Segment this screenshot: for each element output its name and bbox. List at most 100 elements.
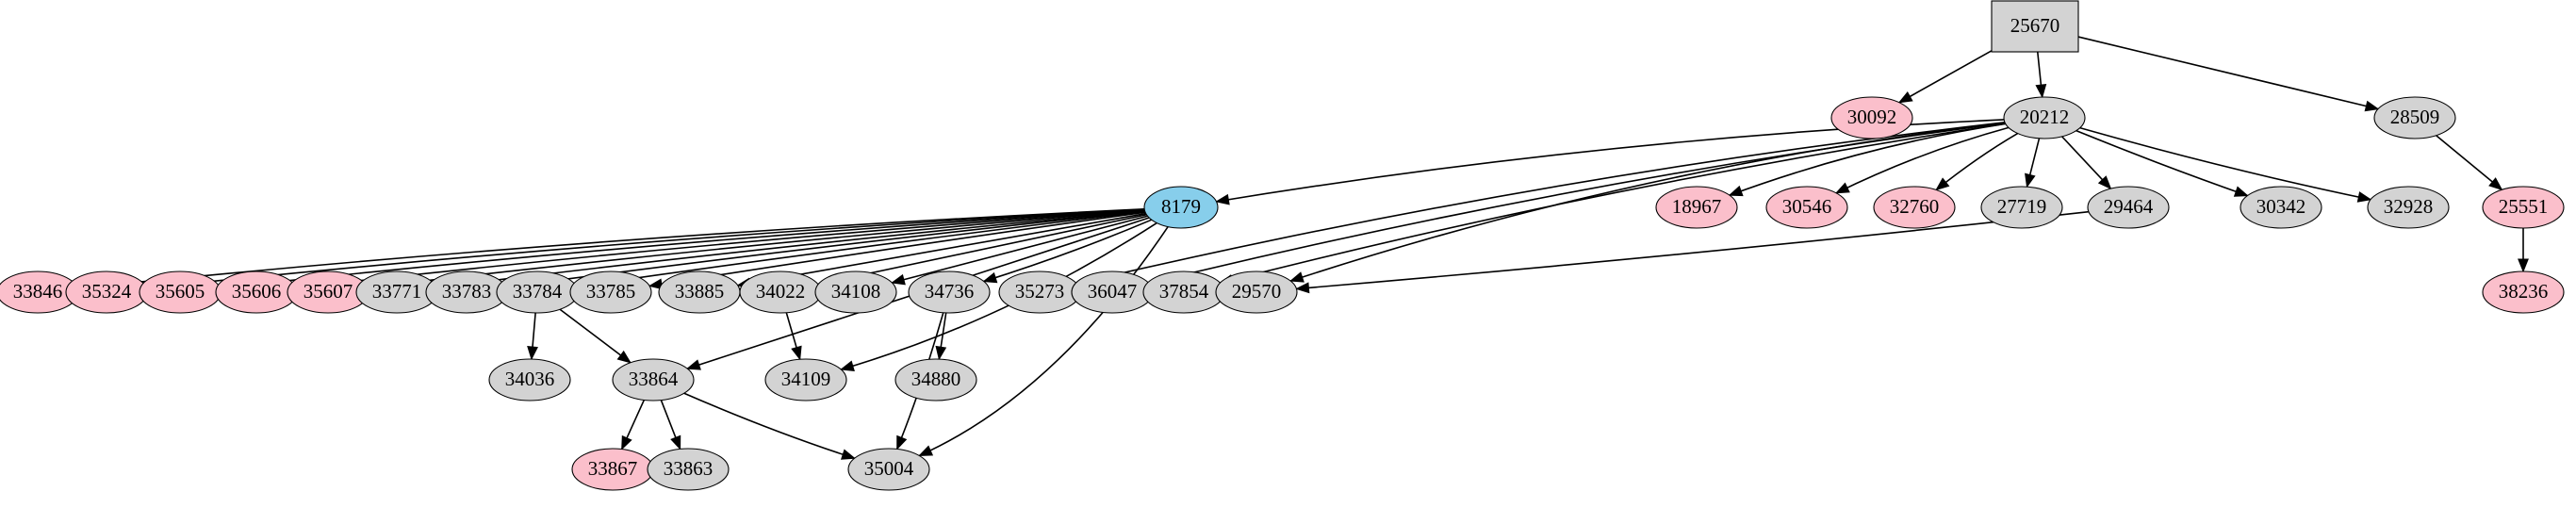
graph-node[interactable]: 34022 xyxy=(739,270,822,314)
node-ellipse[interactable] xyxy=(764,358,847,401)
node-label: 20212 xyxy=(2020,106,2070,128)
node-label: 29570 xyxy=(1232,280,1282,303)
graph-edge xyxy=(841,221,1157,370)
graph-node[interactable]: 35605 xyxy=(139,270,222,314)
graph-node[interactable]: 33864 xyxy=(612,358,695,401)
graph-edge xyxy=(1075,122,2006,285)
edge-arrowhead xyxy=(685,359,701,370)
node-label: 33864 xyxy=(629,368,679,390)
graph-node[interactable]: 29570 xyxy=(1215,270,1298,314)
edge-arrowhead xyxy=(982,271,998,284)
edge-arrowhead xyxy=(527,346,538,361)
node-label: 33785 xyxy=(586,280,636,303)
graph-node[interactable]: 33863 xyxy=(647,448,730,491)
node-label: 35324 xyxy=(82,280,132,303)
node-ellipse[interactable] xyxy=(569,270,652,314)
node-label: 32928 xyxy=(2384,195,2434,218)
node-ellipse[interactable] xyxy=(1655,186,1738,229)
graph-node[interactable]: 32760 xyxy=(1873,186,1956,229)
graph-node[interactable]: 25670 xyxy=(1991,0,2079,53)
node-ellipse[interactable] xyxy=(2482,270,2565,314)
graph-edge xyxy=(1835,126,2010,194)
node-label: 33867 xyxy=(588,457,638,480)
graph-edge xyxy=(1296,210,2090,290)
node-ellipse[interactable] xyxy=(1143,186,1219,229)
edge-arrowhead xyxy=(791,345,802,361)
edge-arrowhead xyxy=(616,350,632,364)
node-ellipse[interactable] xyxy=(2367,186,2450,229)
graph-node[interactable]: 34036 xyxy=(488,358,571,401)
edge-arrowhead xyxy=(2356,191,2372,203)
node-ellipse[interactable] xyxy=(1765,186,1848,229)
graph-node[interactable]: 8179 xyxy=(1143,186,1219,229)
node-ellipse[interactable] xyxy=(814,270,897,314)
edge-arrowhead xyxy=(1728,185,1744,197)
node-ellipse[interactable] xyxy=(488,358,571,401)
node-ellipse[interactable] xyxy=(1980,186,2063,229)
node-label: 34108 xyxy=(831,280,881,303)
node-label: 25551 xyxy=(2499,195,2549,218)
graph-node[interactable]: 20212 xyxy=(2003,96,2086,139)
node-ellipse[interactable] xyxy=(612,358,695,401)
graph-node[interactable]: 30092 xyxy=(1830,96,1913,139)
graph-node[interactable]: 28509 xyxy=(2373,96,2456,139)
graph-node[interactable]: 34108 xyxy=(814,270,897,314)
graph-edge xyxy=(1148,122,2006,285)
node-ellipse[interactable] xyxy=(2240,186,2322,229)
graph-node[interactable]: 34736 xyxy=(908,270,991,314)
graph-node[interactable]: 35324 xyxy=(65,270,148,314)
node-ellipse[interactable] xyxy=(1830,96,1913,139)
node-ellipse[interactable] xyxy=(2482,186,2565,229)
graph-node[interactable]: 34109 xyxy=(764,358,847,401)
node-ellipse[interactable] xyxy=(847,448,930,491)
graph-node[interactable]: 33846 xyxy=(0,270,79,314)
node-label: 38236 xyxy=(2499,280,2549,303)
node-ellipse[interactable] xyxy=(2087,186,2170,229)
graph-node[interactable]: 27719 xyxy=(1980,186,2063,229)
graph-node[interactable]: 34880 xyxy=(894,358,977,401)
graph-node[interactable]: 30342 xyxy=(2240,186,2322,229)
edge-arrowhead xyxy=(621,434,632,451)
node-box[interactable] xyxy=(1991,0,2079,53)
graph-node[interactable]: 33867 xyxy=(571,448,654,491)
node-label: 33783 xyxy=(442,280,492,303)
graph-node[interactable]: 35607 xyxy=(287,270,369,314)
node-ellipse[interactable] xyxy=(2003,96,2086,139)
graph-node[interactable]: 35004 xyxy=(847,448,930,491)
graph-node[interactable]: 18967 xyxy=(1655,186,1738,229)
node-ellipse[interactable] xyxy=(894,358,977,401)
edge-arrowhead xyxy=(2035,83,2047,99)
node-ellipse[interactable] xyxy=(908,270,991,314)
graph-node[interactable]: 32928 xyxy=(2367,186,2450,229)
graph-edge xyxy=(77,208,1145,289)
graph-node[interactable]: 33785 xyxy=(569,270,652,314)
node-ellipse[interactable] xyxy=(647,448,730,491)
graph-node[interactable]: 30546 xyxy=(1765,186,1848,229)
graph-node[interactable]: 36047 xyxy=(1071,270,1154,314)
graph-node[interactable]: 33784 xyxy=(496,270,579,314)
node-label: 34036 xyxy=(505,368,555,390)
node-ellipse[interactable] xyxy=(1215,270,1298,314)
graph-node[interactable]: 25551 xyxy=(2482,186,2565,229)
graph-node[interactable]: 37854 xyxy=(1142,270,1225,314)
graph-node[interactable]: 35606 xyxy=(215,270,298,314)
node-label: 32760 xyxy=(1890,195,1940,218)
graph-node[interactable]: 29464 xyxy=(2087,186,2170,229)
node-ellipse[interactable] xyxy=(2373,96,2456,139)
node-label: 8179 xyxy=(1161,195,1201,218)
node-label: 36047 xyxy=(1088,280,1138,303)
edge-arrowhead xyxy=(670,434,681,451)
node-label: 35004 xyxy=(864,457,914,480)
graph-node[interactable]: 35273 xyxy=(998,270,1081,314)
node-label: 35607 xyxy=(304,280,353,303)
node-ellipse[interactable] xyxy=(1873,186,1956,229)
graph-node[interactable]: 33783 xyxy=(425,270,508,314)
graph-edge xyxy=(1935,132,2019,191)
edge-arrowhead xyxy=(1935,177,1950,191)
graph-node[interactable]: 33771 xyxy=(355,270,438,314)
graph-node[interactable]: 38236 xyxy=(2482,270,2565,314)
edge-arrowhead xyxy=(891,273,906,286)
edge-arrowhead xyxy=(840,360,855,371)
graph-node[interactable]: 33885 xyxy=(658,270,741,314)
